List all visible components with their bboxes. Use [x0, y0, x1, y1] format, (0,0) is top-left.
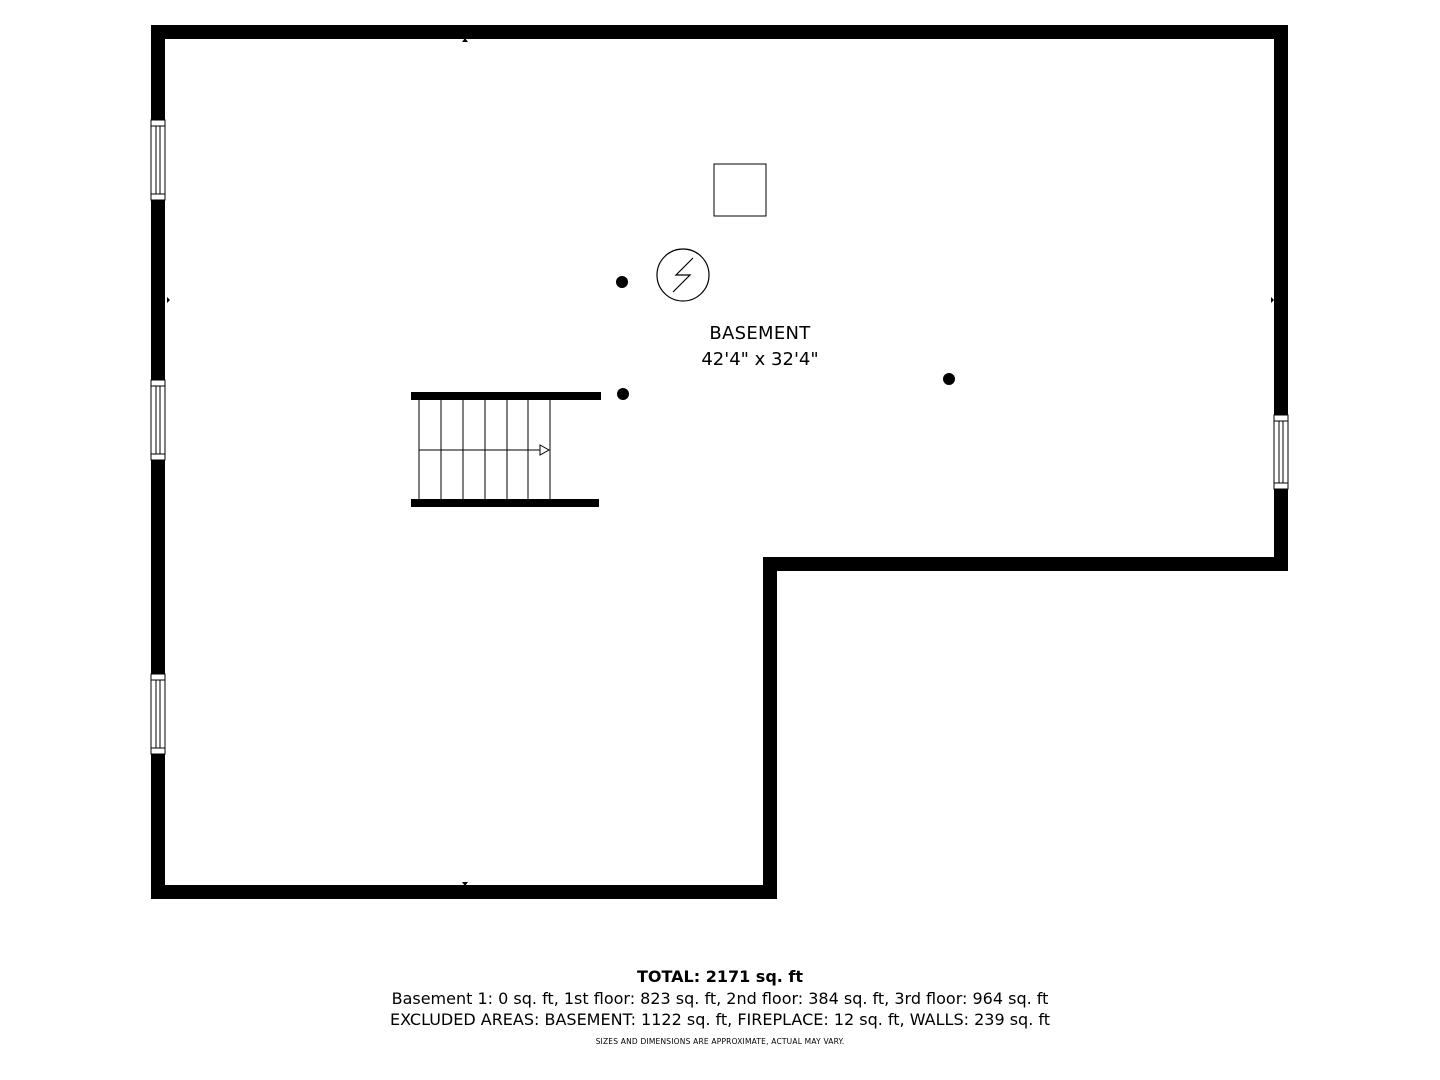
excluded-areas: EXCLUDED AREAS: BASEMENT: 1122 sq. ft, F…	[390, 1010, 1050, 1029]
disclaimer: SIZES AND DIMENSIONS ARE APPROXIMATE, AC…	[595, 1037, 845, 1046]
support-post-icon	[617, 388, 629, 400]
water-heater-icon	[713, 163, 767, 217]
right-wall-marker	[1271, 297, 1274, 303]
window-icon	[150, 379, 166, 461]
furnace-icon	[656, 248, 710, 302]
bottom-wall-marker	[462, 882, 468, 886]
window-icon	[150, 673, 166, 755]
window-icon	[1273, 414, 1289, 490]
room-name: BASEMENT	[709, 323, 811, 344]
support-post-icon	[616, 276, 628, 288]
left-wall-marker	[167, 297, 170, 303]
room-dimensions: 42'4" x 32'4"	[701, 349, 818, 370]
total-area: TOTAL: 2171 sq. ft	[636, 967, 804, 986]
stairs-icon	[411, 392, 601, 507]
support-post-icon	[943, 373, 955, 385]
area-summary: TOTAL: 2171 sq. ft Basement 1: 0 sq. ft,…	[0, 966, 1440, 1046]
window-icon	[150, 119, 166, 201]
top-wall-marker	[462, 38, 468, 42]
exterior-walls	[151, 25, 1288, 899]
floor-areas: Basement 1: 0 sq. ft, 1st floor: 823 sq.…	[391, 989, 1049, 1008]
